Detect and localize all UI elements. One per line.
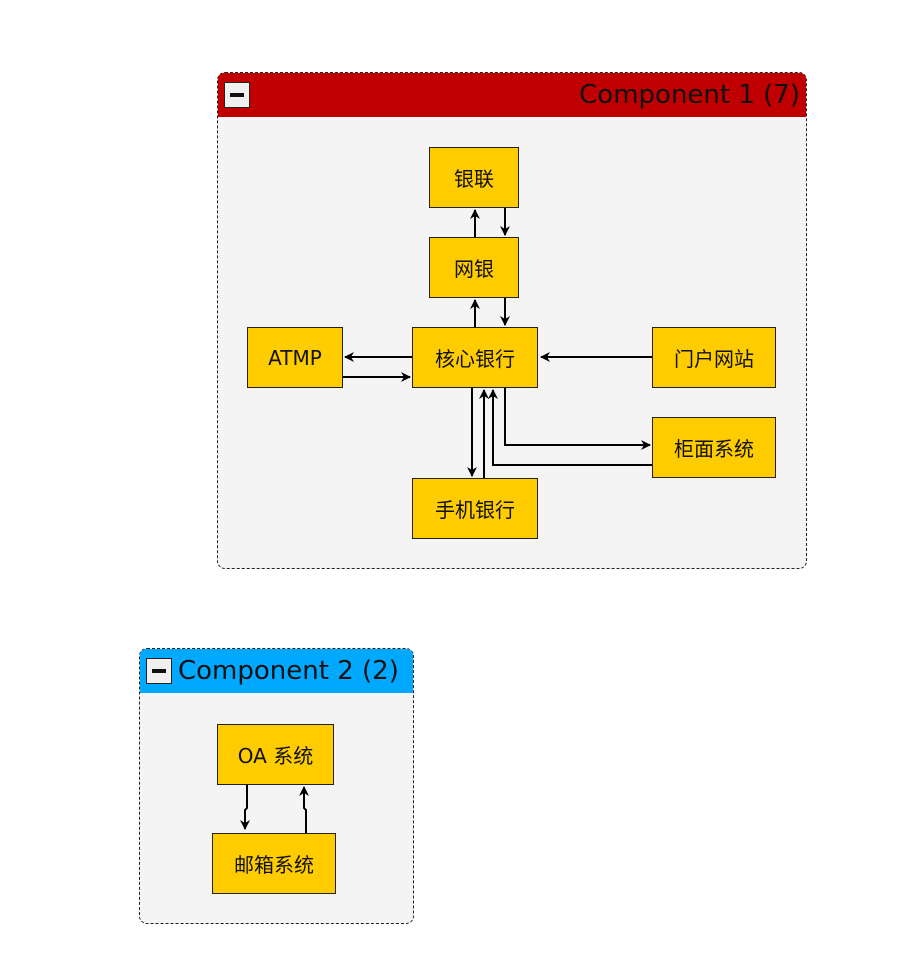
component-2-header: Component 2 (2): [140, 649, 413, 693]
component-1-collapse-button[interactable]: [224, 82, 250, 108]
node-core-banking[interactable]: 核心银行: [412, 327, 538, 388]
node-portal[interactable]: 门户网站: [652, 327, 776, 388]
node-mail-system[interactable]: 邮箱系统: [212, 833, 336, 894]
node-mobile-banking[interactable]: 手机银行: [412, 478, 538, 539]
node-oa-system[interactable]: OA 系统: [217, 724, 334, 785]
node-yinlian[interactable]: 银联: [429, 147, 519, 208]
node-wangyin[interactable]: 网银: [429, 237, 519, 298]
node-atmp[interactable]: ATMP: [247, 327, 343, 388]
component-1-header: Component 1 (7): [218, 73, 806, 117]
minus-icon: [152, 669, 166, 673]
minus-icon: [230, 93, 244, 97]
node-counter-system[interactable]: 柜面系统: [652, 417, 776, 478]
component-2-title: Component 2 (2): [178, 656, 399, 686]
component-2-collapse-button[interactable]: [146, 658, 172, 684]
component-1-title: Component 1 (7): [579, 80, 800, 110]
